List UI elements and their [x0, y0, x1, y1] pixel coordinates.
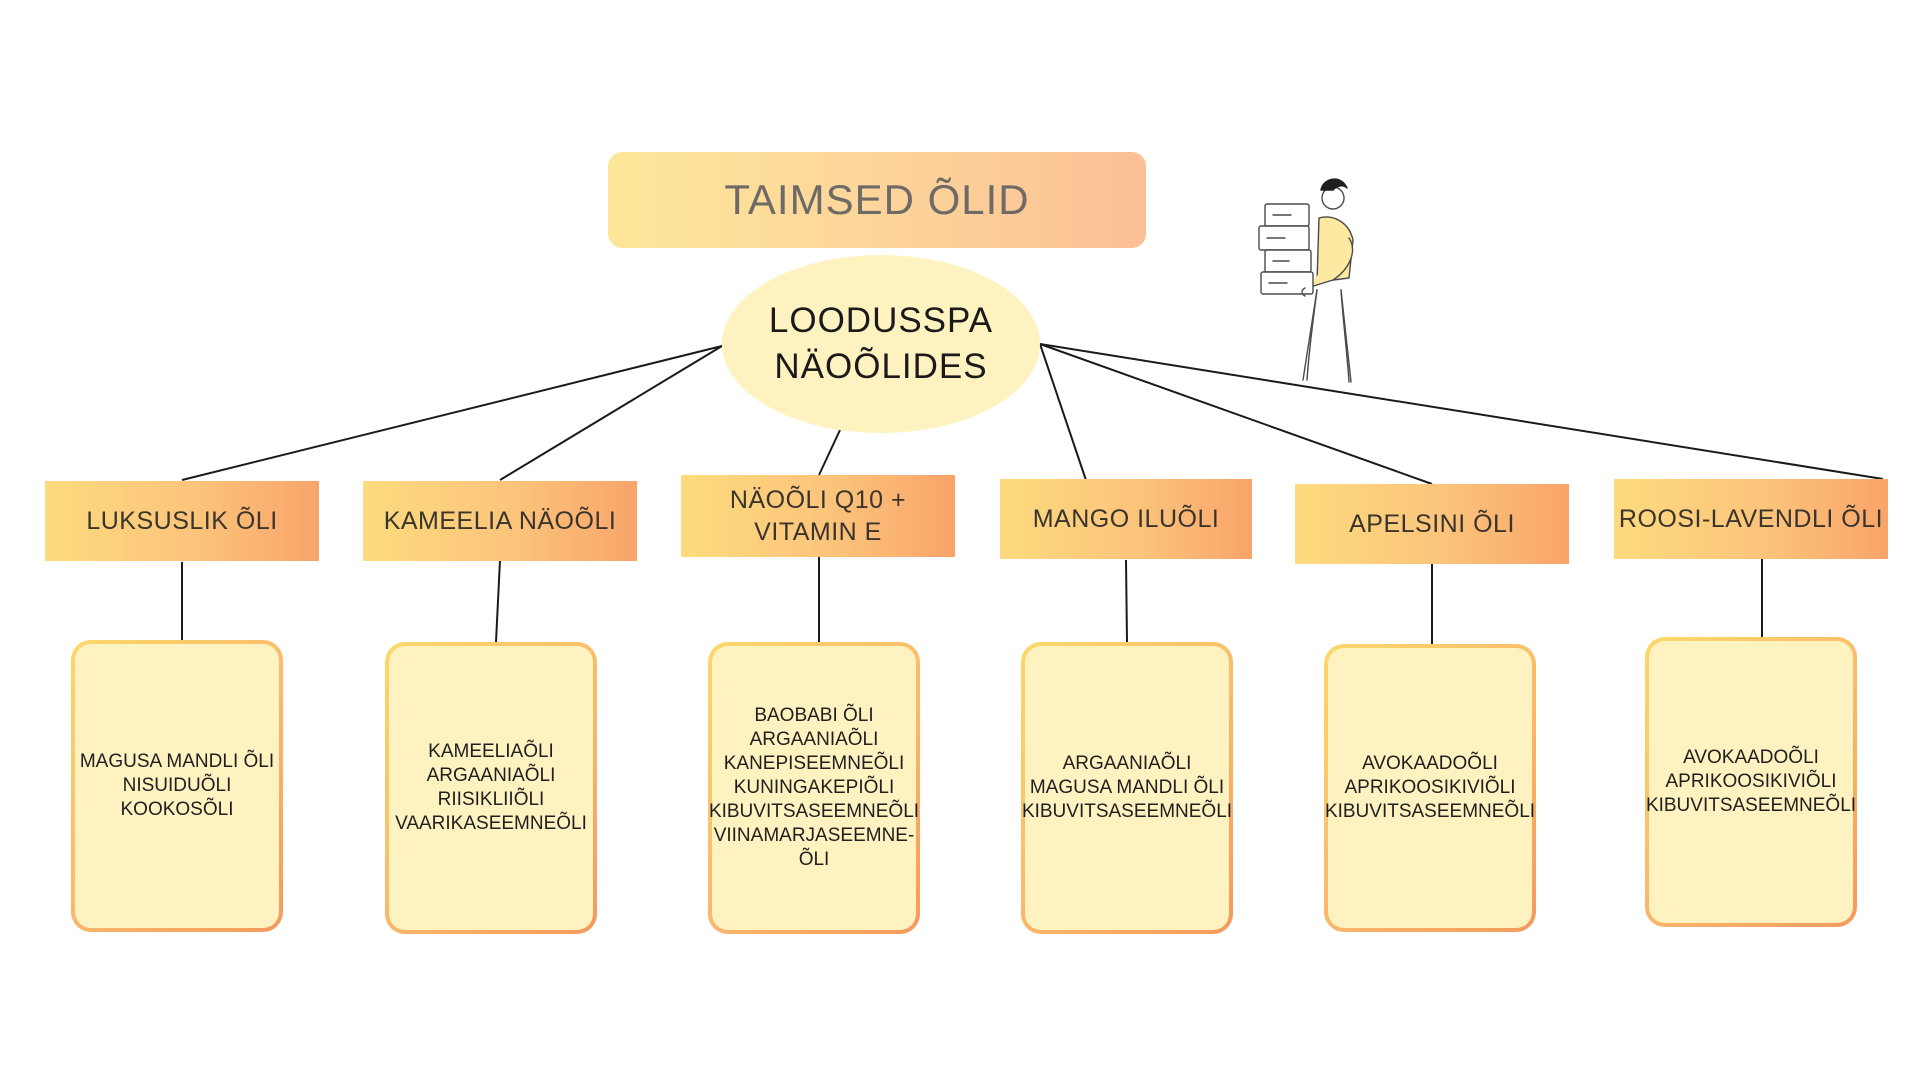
connector-hub-roosi — [1039, 343, 1884, 480]
card-item: KIBUVITSASEEMNEÕLI — [708, 801, 920, 822]
connector-mango-card — [1125, 559, 1128, 643]
category-mango-iluoli: MANGO ILUÕLI — [1000, 479, 1252, 559]
card-item: VAARIKASEEMNEÕLI — [395, 813, 587, 834]
card-item: APRIKOOSIKIVIÕLI — [1665, 771, 1837, 792]
connector-hub-luksuslik — [181, 345, 723, 481]
card-item: VIINAMARJASEEMNE- — [713, 825, 915, 846]
title-text: TAIMSED ÕLID — [724, 176, 1030, 223]
card-roosi-lavendli-oli: AVOKAADOÕLI APRIKOOSIKIVIÕLI KIBUVITSASE… — [1645, 637, 1857, 927]
card-item: ARGAANIAÕLI — [426, 765, 556, 786]
card-luksuslik-oli: MAGUSA MANDLI ÕLI NISUIDUÕLI KOOKOSÕLI — [71, 640, 283, 932]
connector-hub-apelsini — [1039, 343, 1433, 485]
card-item: ÕLI — [798, 849, 830, 870]
card-item: KIBUVITSASEEMNEÕLI — [1324, 801, 1536, 822]
title-banner: TAIMSED ÕLID — [608, 152, 1146, 248]
category-label: NÄOÕLI Q10 + VITAMIN E — [729, 486, 907, 546]
card-mango-iluoli: ARGAANIAÕLI MAGUSA MANDLI ÕLI KIBUVITSAS… — [1021, 642, 1233, 934]
card-item: KAMEELIAÕLI — [428, 741, 554, 762]
card-item: AVOKAADOÕLI — [1683, 747, 1819, 768]
card-item: RIISIKLIIÕLI — [437, 789, 545, 810]
connector-hub-q10 — [818, 429, 841, 476]
category-kameelia-naooli: KAMEELIA NÄOÕLI — [363, 481, 637, 561]
connector-kameelia-card — [495, 559, 501, 643]
category-luksuslik-oli: LUKSUSLIK ÕLI — [45, 481, 319, 561]
card-item: KIBUVITSASEEMNEÕLI — [1021, 801, 1233, 822]
card-item: BAOBABI ÕLI — [754, 705, 874, 726]
card-item: APRIKOOSIKIVIÕLI — [1344, 777, 1516, 798]
connector-hub-mango — [1039, 343, 1093, 499]
card-apelsini-oli: AVOKAADOÕLI APRIKOOSIKIVIÕLI KIBUVITSASE… — [1324, 644, 1536, 932]
category-label: MANGO ILUÕLI — [1032, 505, 1220, 533]
category-label: KAMEELIA NÄOÕLI — [383, 507, 617, 535]
card-kameelia-naooli: KAMEELIAÕLI ARGAANIAÕLI RIISIKLIIÕLI VAA… — [385, 642, 597, 934]
category-label: APELSINI ÕLI — [1349, 510, 1515, 538]
card-item: KUNINGAKEPIÕLI — [733, 777, 895, 798]
card-item: KANEPISEEMNEÕLI — [723, 753, 905, 774]
connector-hub-kameelia — [499, 345, 723, 481]
card-item: NISUIDUÕLI — [122, 775, 232, 796]
category-apelsini-oli: APELSINI ÕLI — [1295, 484, 1569, 564]
card-item: ARGAANIAÕLI — [1062, 753, 1192, 774]
card-naooli-q10: BAOBABI ÕLI ARGAANIAÕLI KANEPISEEMNEÕLI … — [708, 642, 920, 934]
card-item: ARGAANIAÕLI — [749, 729, 879, 750]
card-item: KOOKOSÕLI — [120, 799, 234, 820]
central-node: LOODUSSPA NÄOÕLIDES — [722, 255, 1040, 433]
category-roosi-lavendli-oli: ROOSI-LAVENDLI ÕLI — [1614, 479, 1888, 559]
card-item: AVOKAADOÕLI — [1362, 753, 1498, 774]
card-item: KIBUVITSASEEMNEÕLI — [1645, 795, 1857, 816]
card-item: MAGUSA MANDLI ÕLI — [1029, 777, 1225, 798]
central-node-line-2: NÄOÕLIDES — [774, 347, 988, 386]
person-carrying-boxes-icon — [1258, 178, 1354, 383]
central-node-line-1: LOODUSSPA — [768, 301, 994, 340]
category-label: ROOSI-LAVENDLI ÕLI — [1618, 505, 1884, 533]
category-label: LUKSUSLIK ÕLI — [86, 507, 278, 535]
category-naooli-q10: NÄOÕLI Q10 + VITAMIN E — [681, 475, 955, 557]
card-item: MAGUSA MANDLI ÕLI — [79, 751, 275, 772]
